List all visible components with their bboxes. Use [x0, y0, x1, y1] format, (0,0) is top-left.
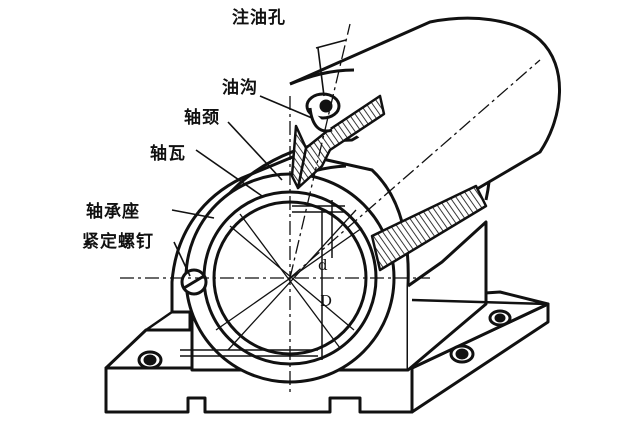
leader-lines: [171, 39, 347, 277]
dimension-lines: [180, 200, 345, 360]
inner-diameter-label: d: [318, 256, 328, 274]
section-hatching: [290, 94, 488, 272]
oil-hole-label: 注油孔: [232, 8, 286, 28]
outline-extra: [145, 222, 549, 332]
bushing-label: 轴瓦: [150, 144, 186, 164]
dimension-symbols: d D: [318, 256, 332, 310]
bearing-seat-label: 轴承座: [86, 202, 140, 222]
set-screw-head: [180, 268, 208, 296]
outer-diameter-label: D: [320, 292, 332, 310]
oil-groove-label: 油沟: [222, 78, 258, 98]
journal-label: 轴颈: [184, 108, 220, 128]
set-screw-label: 紧定螺钉: [82, 232, 154, 252]
bolt-holes: [137, 309, 512, 370]
